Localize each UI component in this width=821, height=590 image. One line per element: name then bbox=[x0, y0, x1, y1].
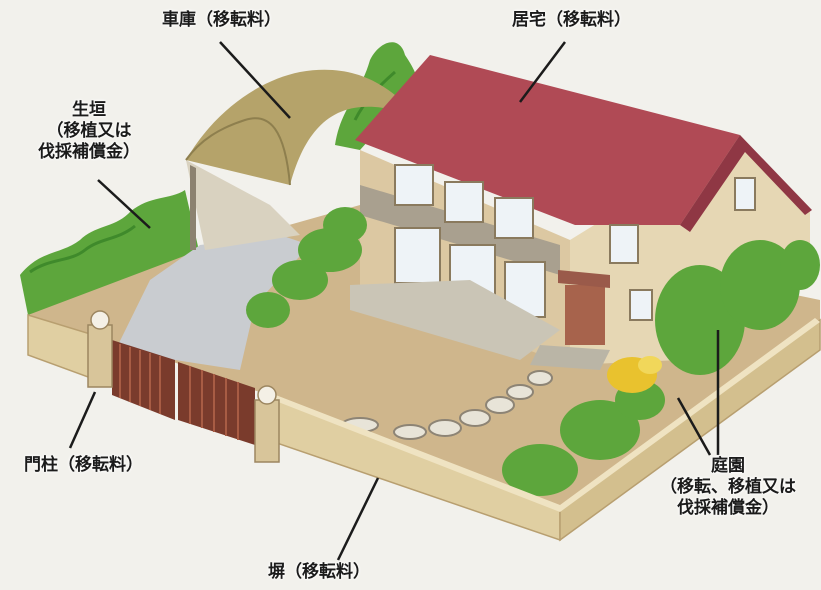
house-label: 居宅（移転料） bbox=[512, 10, 631, 31]
garden-label-line-2: （移転、移植又は bbox=[660, 477, 796, 497]
garage-label-text: 車庫（移転料） bbox=[162, 10, 281, 30]
house-label-text: 居宅（移転料） bbox=[512, 10, 631, 30]
garden-label: 庭園 （移転、移植又は 伐採補償金） bbox=[642, 456, 814, 519]
shrubs bbox=[246, 207, 820, 496]
hedge-label-line-1: 生垣 bbox=[72, 100, 106, 120]
garage-label: 車庫（移転料） bbox=[162, 10, 281, 31]
garage bbox=[185, 69, 395, 250]
gate bbox=[112, 340, 255, 445]
boundary-wall bbox=[27, 313, 821, 542]
hedge-label-line-3: 伐採補償金） bbox=[38, 142, 140, 162]
back-hedge bbox=[20, 190, 200, 315]
hedge-label-line-2: （移植又は bbox=[46, 121, 132, 141]
leader-lines bbox=[68, 41, 720, 561]
flower-bed bbox=[607, 356, 662, 393]
wall-label-text: 塀（移転料） bbox=[268, 562, 370, 582]
wall-label: 塀（移転料） bbox=[268, 562, 370, 583]
hedge-label: 生垣 （移植又は 伐採補償金） bbox=[14, 100, 164, 163]
garden-label-line-3: 伐採補償金） bbox=[677, 498, 779, 518]
gateposts bbox=[87, 310, 280, 463]
garden-label-line-1: 庭園 bbox=[711, 456, 745, 476]
driveway bbox=[118, 235, 310, 370]
gatepost-label-text: 門柱（移転料） bbox=[24, 455, 143, 475]
stepping-stones bbox=[341, 370, 553, 440]
gatepost-label: 門柱（移転料） bbox=[24, 455, 143, 476]
